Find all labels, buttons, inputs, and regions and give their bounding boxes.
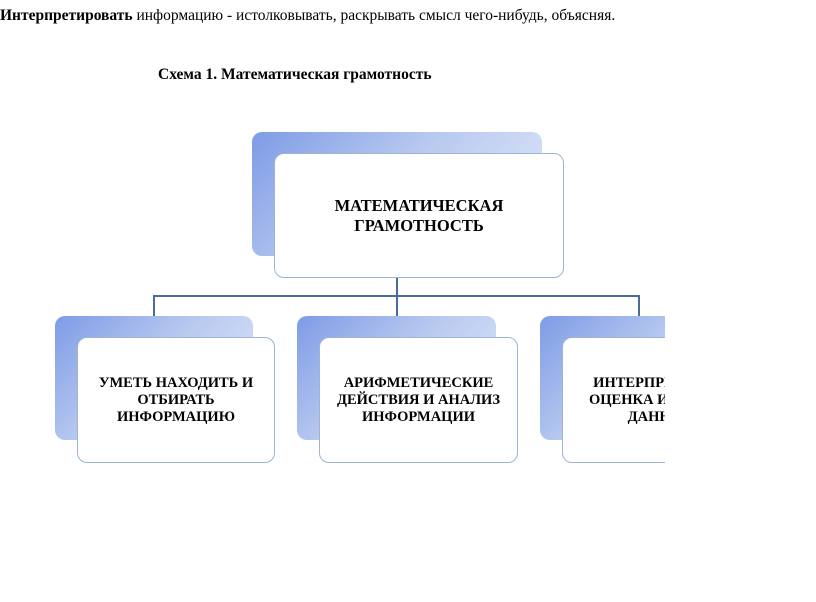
child-1-box: УМЕТЬ НАХОДИТЬ И ОТБИРАТЬ ИНФОРМАЦИЮ (77, 337, 275, 463)
connector-root-stem (396, 278, 398, 297)
connector-child-3 (638, 295, 640, 316)
child-3-label: ИНТЕРПРЕТАЦИЯ, ОЦЕНКА И АНАЛИЗ ДАННЫХ (589, 374, 665, 425)
root-box: МАТЕМАТИЧЕСКАЯ ГРАМОТНОСТЬ (274, 153, 564, 278)
hierarchy-diagram: МАТЕМАТИЧЕСКАЯ ГРАМОТНОСТЬ УМЕТЬ НАХОДИТ… (55, 132, 665, 463)
connector-child-2 (396, 295, 398, 316)
child-2-label: АРИФМЕТИЧЕСКИЕ ДЕЙСТВИЯ И АНАЛИЗ ИНФОРМА… (337, 374, 500, 425)
diagram-caption: Схема 1. Математическая грамотность (158, 66, 432, 83)
connector-child-1 (153, 295, 155, 316)
child-2-box: АРИФМЕТИЧЕСКИЕ ДЕЙСТВИЯ И АНАЛИЗ ИНФОРМА… (319, 337, 518, 463)
child-3-box: ИНТЕРПРЕТАЦИЯ, ОЦЕНКА И АНАЛИЗ ДАННЫХ (562, 337, 665, 463)
child-1-label: УМЕТЬ НАХОДИТЬ И ОТБИРАТЬ ИНФОРМАЦИЮ (98, 374, 254, 425)
root-label: МАТЕМАТИЧЕСКАЯ ГРАМОТНОСТЬ (334, 195, 504, 235)
intro-term: Интерпретировать (0, 7, 133, 24)
intro-definition: информацию - истолковывать, раскрывать с… (132, 7, 616, 24)
intro-paragraph: Интерпретировать информацию - истолковыв… (0, 3, 700, 28)
